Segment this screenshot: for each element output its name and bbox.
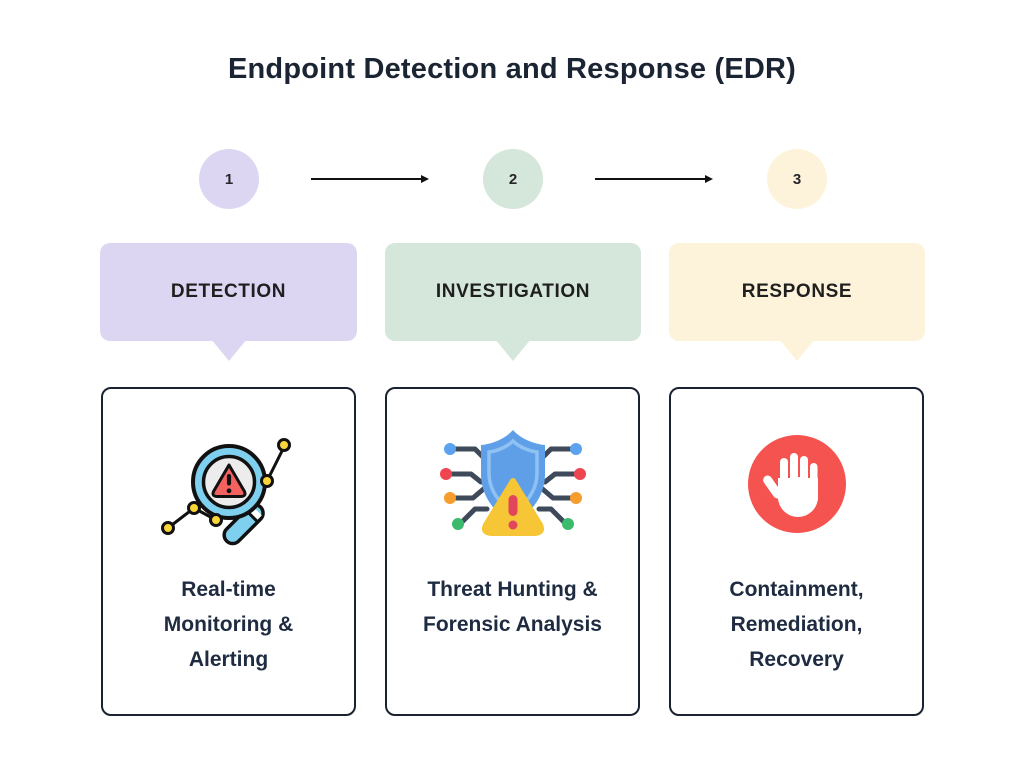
step-2-number-badge: 2	[483, 149, 543, 209]
investigation-description: Threat Hunting & Forensic Analysis	[423, 578, 602, 636]
step-3-number-badge: 3	[767, 149, 827, 209]
step-3-number: 3	[792, 170, 802, 188]
detection-description: Real-time Monitoring & Alerting	[163, 578, 294, 671]
bubble-tail	[779, 339, 815, 361]
magnifier-alert-chart-icon	[154, 425, 304, 555]
response-label-bubble: RESPONSE	[669, 243, 925, 361]
page-title: Endpoint Detection and Response (EDR)	[227, 53, 797, 85]
arrow-right-icon	[311, 174, 429, 183]
shield-circuit-alert-icon	[433, 425, 593, 548]
bubble-tail	[210, 339, 247, 361]
investigation-card: Threat Hunting & Forensic Analysis	[385, 387, 640, 716]
detection-label: DETECTION	[170, 281, 287, 302]
step-2-number: 2	[508, 170, 518, 188]
step-1-number-badge: 1	[199, 149, 259, 209]
response-description: Containment, Remediation, Recovery	[729, 578, 864, 671]
investigation-label-bubble: INVESTIGATION	[385, 243, 641, 361]
step-1-number: 1	[224, 170, 234, 188]
response-card: Containment, Remediation, Recovery	[669, 387, 924, 716]
response-label: RESPONSE	[741, 281, 853, 302]
detection-card: Real-time Monitoring & Alerting	[101, 387, 356, 716]
investigation-label: INVESTIGATION	[435, 281, 591, 302]
arrow-right-icon	[595, 174, 713, 183]
detection-label-bubble: DETECTION	[100, 243, 357, 361]
stop-hand-icon	[746, 433, 848, 540]
bubble-tail	[495, 339, 531, 361]
